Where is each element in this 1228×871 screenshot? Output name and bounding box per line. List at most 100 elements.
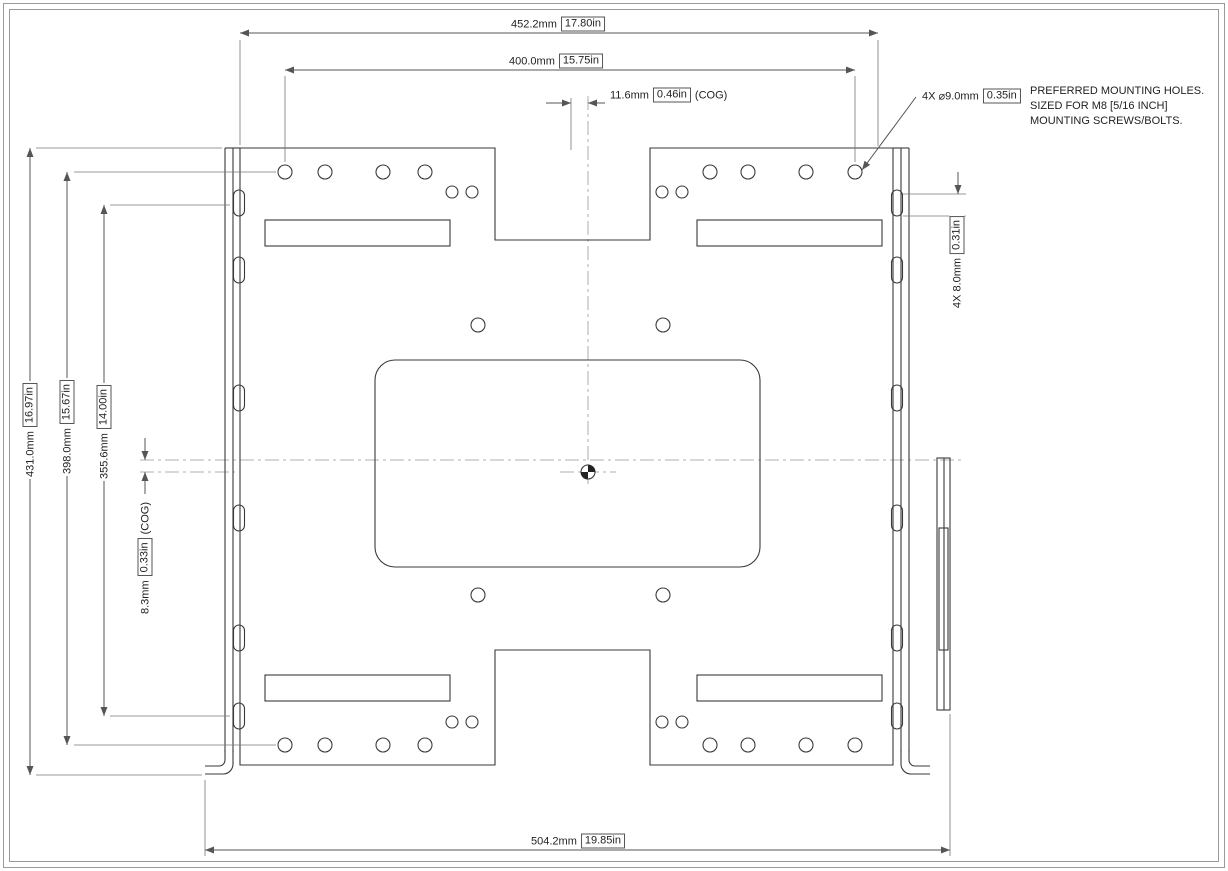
rail-slot [232,384,246,412]
dim-value-inch: 15.75in [558,53,603,69]
rail-slot [890,702,904,730]
dim-value-inch: 14.00in [96,385,112,430]
dim-value-mm: 398.0mm [61,428,73,474]
mounting-hole [277,164,293,180]
mid-plate-holes [470,317,671,603]
dimension-bottom [204,714,951,856]
rail-slot [232,624,246,652]
mounting-hole [375,737,391,753]
mounting-hole [465,185,479,199]
dim-value-mm: 355.6mm [98,433,110,479]
mounting-hole [740,737,756,753]
rail-slot [890,189,904,217]
dimension-top-outer [239,29,879,146]
cog-symbol [580,464,596,480]
rail-slot [890,256,904,284]
dim-value-mm: 4X 8.0mm [951,257,963,309]
dim-suffix: (COG) [694,89,728,101]
left-rail [205,147,240,775]
mounting-hole [655,587,671,603]
rail-slot [232,702,246,730]
dim-value-inch: 0.33in [137,538,153,577]
mounting-hole [847,164,863,180]
sheet-border-inner [9,9,1219,862]
cog-quadrant [588,465,595,472]
right-bracket [936,457,951,711]
mounting-hole [417,164,433,180]
mounting-hole [798,164,814,180]
dim-label-top-outer: 452.2mm 17.80in [509,16,607,32]
left-foot-outer [205,750,234,775]
dim-value-inch: 0.31in [949,215,965,254]
note-line: PREFERRED MOUNTING HOLES. [1030,85,1205,97]
cog-quadrant [581,472,588,479]
mounting-holes-note: PREFERRED MOUNTING HOLES. SIZED FOR M8 [… [1030,84,1204,129]
rail-slot [890,504,904,532]
mounting-hole [317,737,333,753]
dim-value-inch: 16.97in [22,383,38,428]
mounting-hole [702,737,718,753]
rail-slots [232,189,904,730]
mounting-hole [317,164,333,180]
dim-value-mm: 504.2mm [531,835,577,847]
dim-value-mm: 8.3mm [139,580,151,614]
dim-label-right-slot: 4X 8.0mm 0.31in [949,213,965,311]
mounting-hole [277,737,293,753]
mounting-hole [655,317,671,333]
dim-suffix: (COG) [139,502,151,535]
rail-slot [232,189,246,217]
rail-slot [232,256,246,284]
dim-value-mm: 11.6mm [610,89,649,101]
dim-label-cog-horizontal: 11.6mm 0.46in (COG) [608,87,730,103]
dim-value-inch: 15.67in [59,380,75,425]
dim-value-mm: 431.0mm [24,431,36,477]
mounting-hole [655,715,669,729]
dim-label-mounting-holes: 4X ⌀9.0mm 0.35in [920,88,1023,104]
dimension-left-inner [100,204,230,717]
mounting-hole [445,715,459,729]
hole-note-leader [861,96,917,171]
dim-value-mm: 452.2mm [511,18,557,30]
right-foot-outer [900,750,930,775]
note-line: SIZED FOR M8 [5/16 INCH] [1030,100,1168,112]
mounting-hole [655,185,669,199]
central-cutout [374,359,761,568]
mounting-hole [470,587,486,603]
dim-label-left-mid: 398.0mm 15.67in [59,378,75,476]
dim-value-inch: 0.46in [652,87,691,103]
mounting-hole [465,715,479,729]
mounting-hole [470,317,486,333]
plate-outline [239,147,894,766]
mounting-hole [417,737,433,753]
dim-value-inch: 19.85in [580,833,625,849]
dim-label-left-outer: 431.0mm 16.97in [22,381,38,479]
slot-bottom-right [696,674,883,702]
horizontal-slots [264,219,883,702]
sheet-border-outer [3,3,1225,868]
note-line: MOUNTING SCREWS/BOLTS. [1030,115,1183,127]
mounting-hole [847,737,863,753]
right-rail [893,147,930,775]
rail-slot [232,504,246,532]
slot-top-left [264,219,451,247]
dim-label-cog-vertical: 8.3mm 0.33in (COG) [137,500,153,616]
mounting-hole [740,164,756,180]
dim-label-top-inner: 400.0mm 15.75in [507,53,605,69]
mounting-holes-top [277,164,863,199]
mounting-hole [675,715,689,729]
dim-value-inch: 17.80in [560,16,605,32]
left-foot-inner [205,750,226,767]
right-bracket-slot [938,527,949,651]
mounting-hole [702,164,718,180]
slot-bottom-left [264,674,451,702]
mounting-hole [445,185,459,199]
mounting-hole [675,185,689,199]
mounting-hole [798,737,814,753]
dimension-top-inner [284,66,856,162]
right-foot-inner [908,750,930,767]
mounting-holes-bottom [277,715,863,753]
dim-label-bottom: 504.2mm 19.85in [529,833,627,849]
rail-slot [890,384,904,412]
